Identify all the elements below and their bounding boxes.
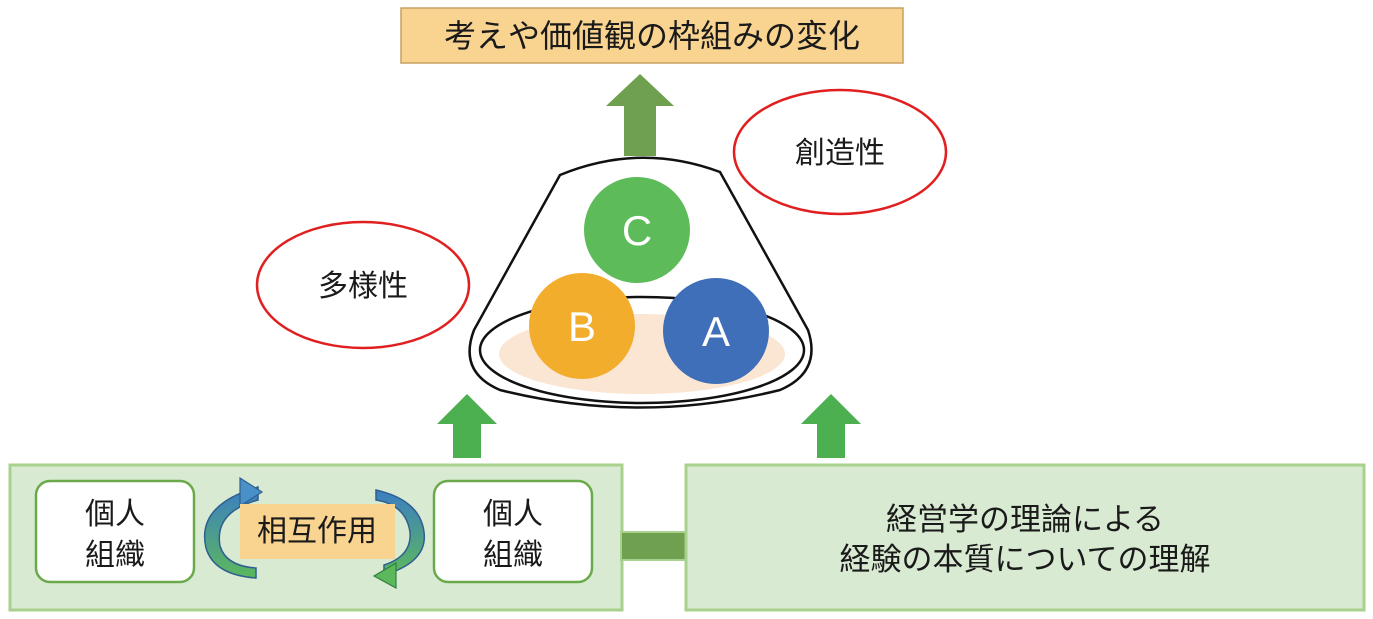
individual-org-right: 個人 組織 — [432, 479, 594, 584]
right-panel-line2: 経験の本質についての理解 — [839, 542, 1210, 578]
top-up-arrow — [606, 74, 674, 156]
right-panel-line1: 経営学の理論による — [886, 502, 1164, 538]
circle-c: C — [584, 177, 690, 283]
circle-c-label: C — [622, 207, 652, 254]
top-box: 考えや価値観の枠組みの変化 — [400, 7, 904, 64]
left-box-line2: 組織 — [85, 538, 145, 573]
circle-a: A — [663, 278, 769, 384]
panel-connector — [620, 531, 688, 561]
left-panel: 個人 組織 個人 組織 相互作用 — [8, 463, 624, 612]
circle-b: B — [529, 273, 635, 379]
right-box-line2: 組織 — [483, 538, 543, 573]
diversity-oval: 多様性 — [255, 220, 471, 350]
diversity-label: 多様性 — [318, 269, 408, 304]
creativity-label: 創造性 — [795, 136, 885, 171]
interaction-label: 相互作用 — [257, 514, 377, 549]
left-box-line1: 個人 — [85, 497, 145, 532]
cycle-arrows-icon — [203, 476, 426, 590]
right-panel: 経営学の理論による 経験の本質についての理解 — [684, 463, 1366, 612]
circle-b-label: B — [568, 303, 596, 350]
creativity-oval: 創造性 — [732, 88, 948, 216]
top-box-text: 考えや価値観の枠組みの変化 — [444, 17, 860, 55]
left-up-arrow — [437, 394, 497, 458]
circle-a-label: A — [702, 308, 730, 355]
right-box-line1: 個人 — [483, 497, 543, 532]
right-up-arrow — [801, 394, 861, 458]
interaction-box: 相互作用 — [240, 504, 395, 559]
individual-org-left: 個人 組織 — [34, 479, 196, 584]
